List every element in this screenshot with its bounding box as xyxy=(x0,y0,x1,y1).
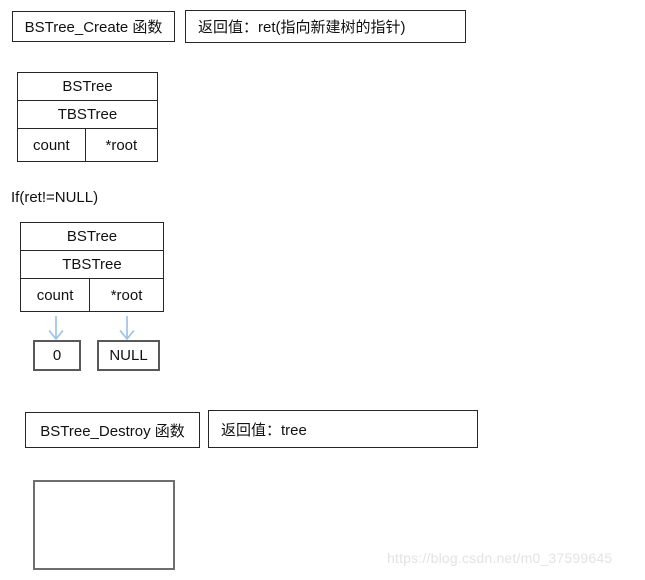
struct-field-count-cell: count xyxy=(36,286,74,304)
count-value-box: 0 xyxy=(33,340,81,371)
down-arrow-icon xyxy=(48,316,64,340)
destroy-function-title-box: BSTree_Destroy 函数 xyxy=(25,412,200,448)
destroy-return-value-box: 返回值：tree xyxy=(208,410,478,448)
struct-fields-row: count *root xyxy=(18,129,157,161)
struct-field-root-cell: *root xyxy=(84,129,157,161)
struct-typedef-cell: TBSTree xyxy=(18,101,157,129)
empty-tree-box xyxy=(33,480,175,570)
down-arrow-icon xyxy=(119,316,135,340)
condition-text: If(ret!=NULL) xyxy=(11,189,99,206)
create-function-title-box: BSTree_Create 函数 xyxy=(12,11,175,42)
struct-typedef-cell: TBSTree xyxy=(21,251,163,279)
root-value-box: NULL xyxy=(97,340,160,371)
struct-field-root-cell: *root xyxy=(89,279,163,311)
bstree-struct-table-after: BSTree TBSTree count *root xyxy=(20,222,164,312)
struct-field-count-cell: count xyxy=(33,136,70,154)
struct-fields-row: count *root xyxy=(21,279,163,311)
struct-type-cell: BSTree xyxy=(21,223,163,251)
struct-type-cell: BSTree xyxy=(18,73,157,101)
bstree-struct-table-before: BSTree TBSTree count *root xyxy=(17,72,158,162)
watermark-text: https://blog.csdn.net/m0_37599645 xyxy=(387,550,613,566)
create-return-value-box: 返回值：ret(指向新建树的指针) xyxy=(185,10,466,43)
